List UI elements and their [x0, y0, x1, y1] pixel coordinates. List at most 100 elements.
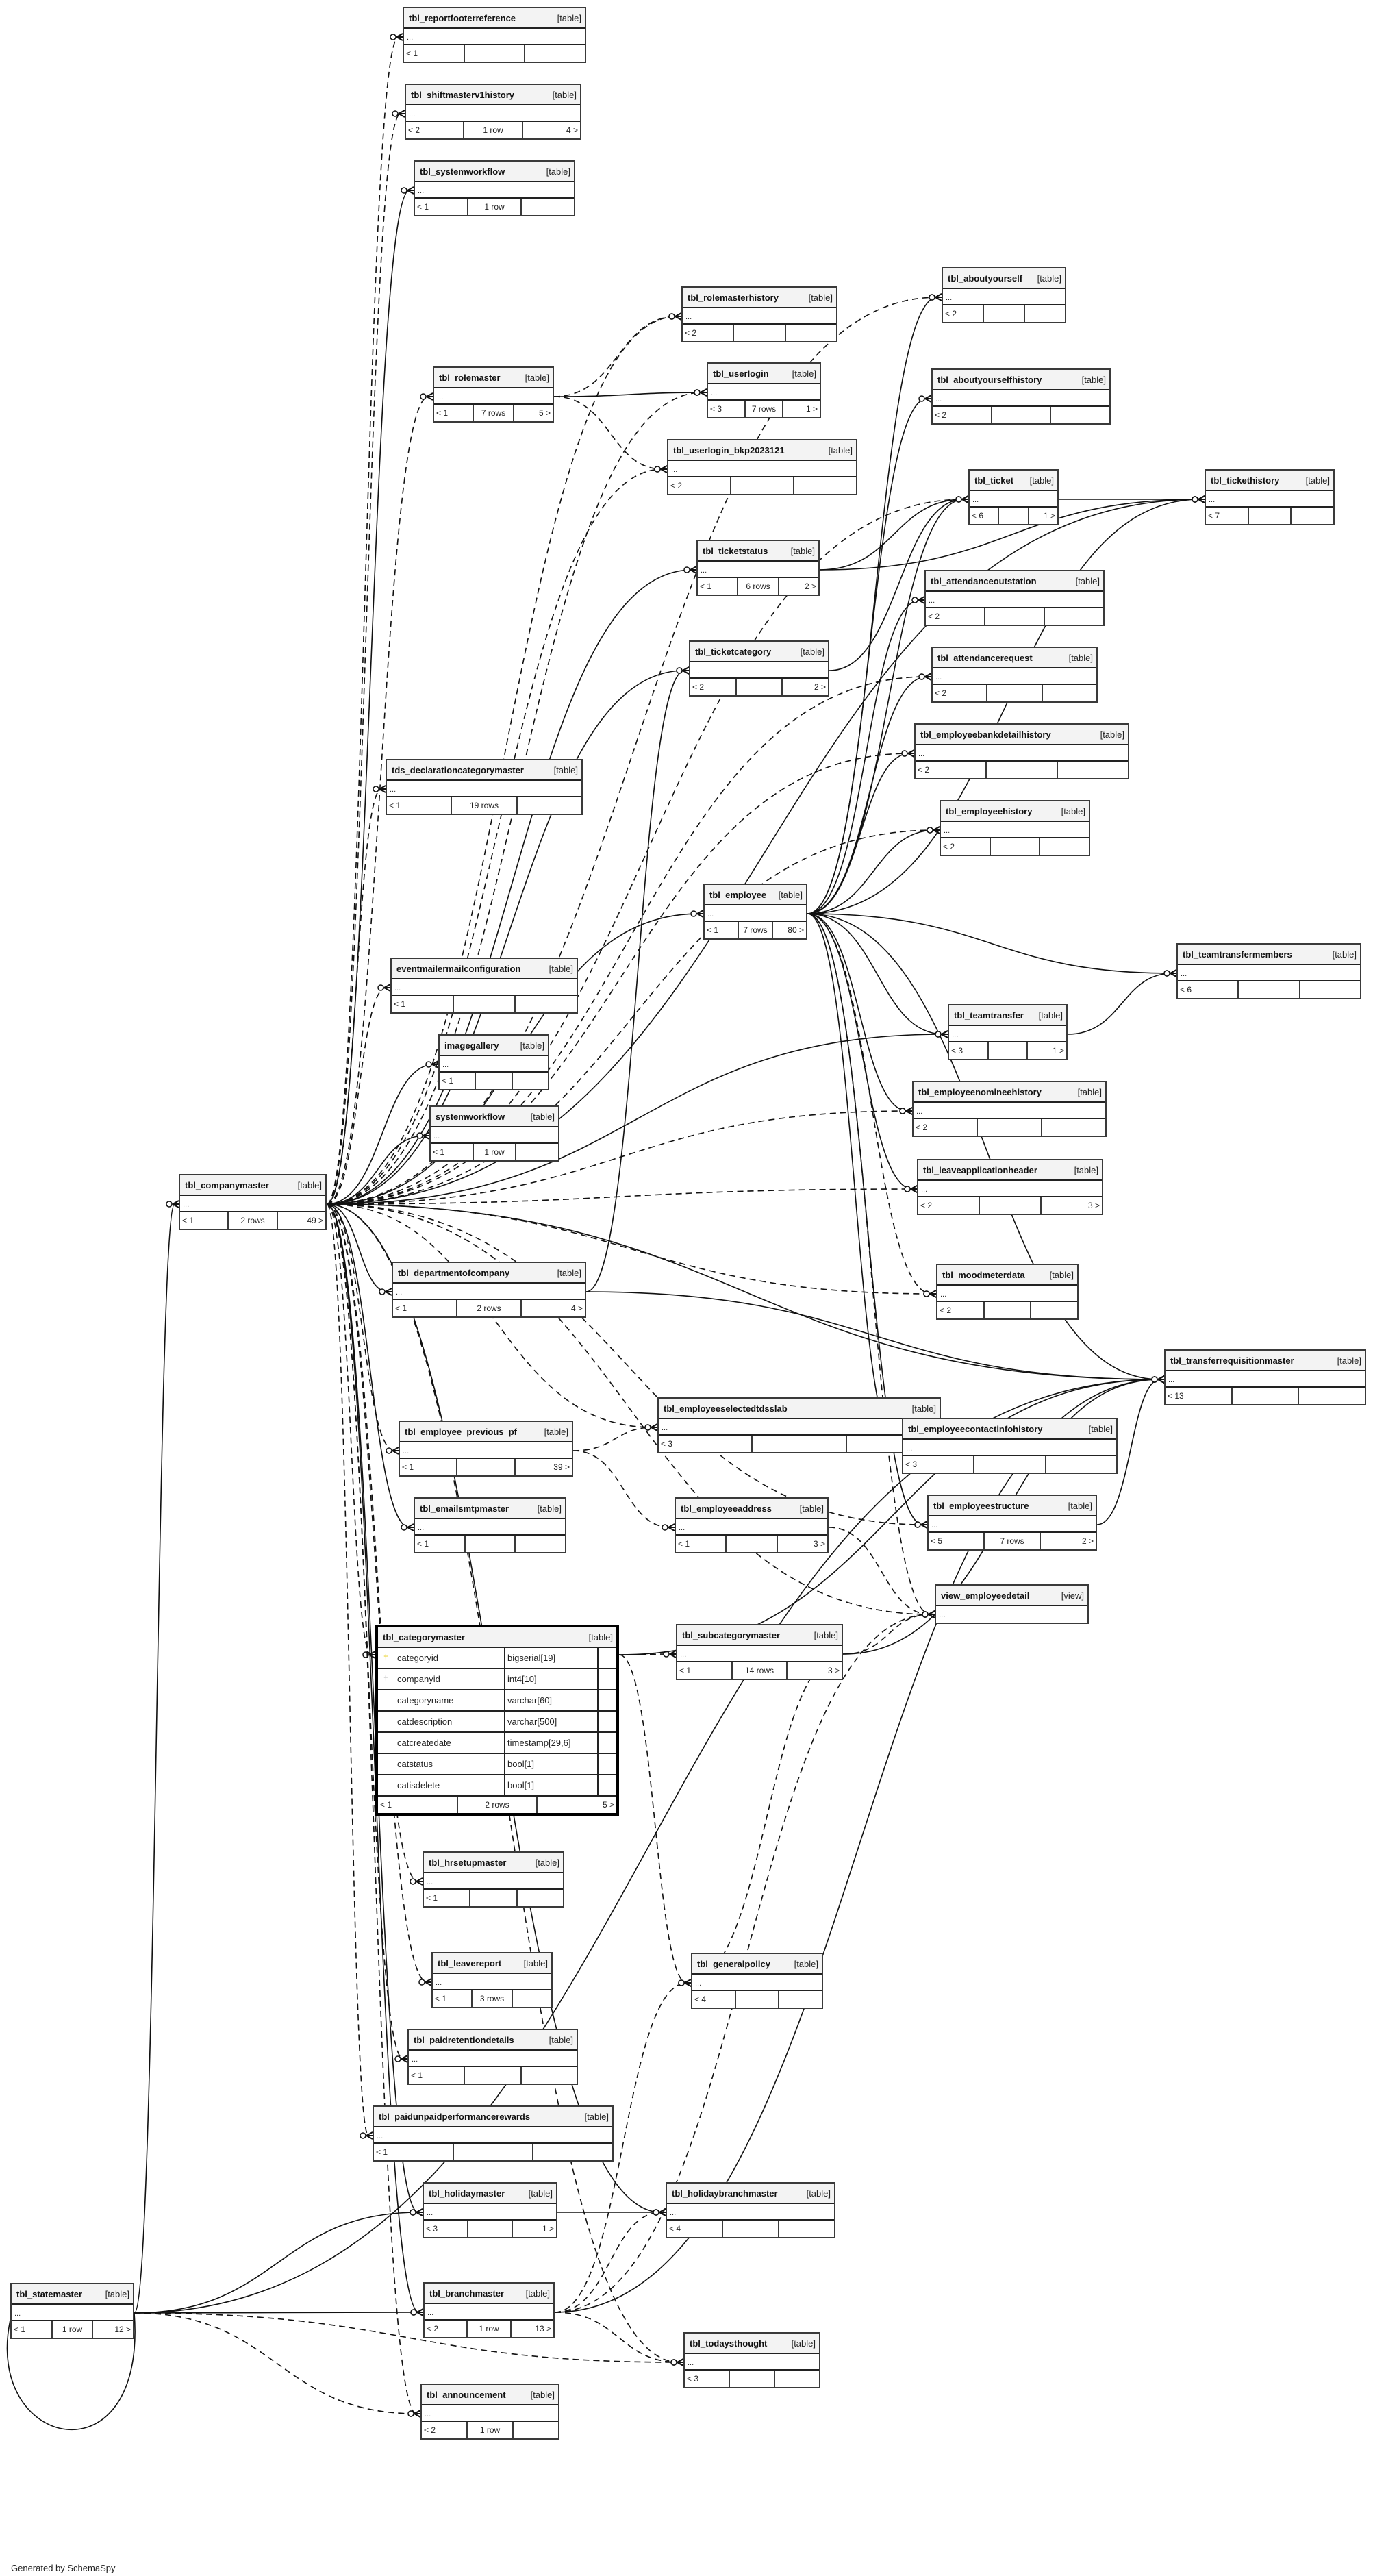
parents-link[interactable]: < 2 [427, 2324, 439, 2334]
children-link[interactable]: 4 > [520, 1300, 585, 1316]
columns-collapsed[interactable]: ... [1206, 491, 1333, 508]
columns-collapsed[interactable]: ... [941, 822, 1089, 838]
columns-collapsed[interactable]: ... [393, 1284, 585, 1300]
parents-link[interactable]: < 1 [436, 408, 449, 418]
columns-collapsed[interactable]: ... [400, 1442, 572, 1459]
children-link[interactable] [511, 1073, 548, 1089]
table-tbl-hrsetupmaster[interactable]: tbl_hrsetupmaster[table]...< 1 [423, 1851, 564, 1908]
parents-link[interactable]: < 1 [442, 1076, 454, 1086]
children-link[interactable]: 3 > [776, 1536, 827, 1552]
table-view-employeedetail[interactable]: view_employeedetail[view]... [935, 1584, 1089, 1624]
table-tds-declarationcategorymaster[interactable]: tds_declarationcategorymaster[table]...<… [386, 759, 583, 815]
children-link[interactable]: 5 > [512, 405, 553, 421]
children-link[interactable] [520, 199, 574, 215]
parents-link[interactable]: < 13 [1168, 1391, 1184, 1401]
children-link[interactable]: 80 > [772, 922, 806, 938]
columns-collapsed[interactable]: ... [914, 1103, 1105, 1119]
children-link[interactable] [793, 477, 856, 494]
parents-link[interactable]: < 1 [14, 2325, 26, 2334]
columns-collapsed[interactable]: ... [708, 384, 820, 401]
parents-link[interactable]: < 2 [916, 1123, 928, 1132]
parents-link[interactable]: < 2 [408, 125, 420, 135]
children-link[interactable]: 2 > [781, 679, 828, 695]
children-link[interactable] [774, 2371, 819, 2387]
children-link[interactable] [532, 2144, 612, 2160]
children-link[interactable]: 3 > [786, 1662, 842, 1679]
parents-link[interactable]: < 1 [406, 49, 418, 58]
table-tbl-teamtransfermembers[interactable]: tbl_teamtransfermembers[table]...< 6 [1176, 943, 1361, 999]
table-tbl-todaysthought[interactable]: tbl_todaysthought[table]...< 3 [683, 2332, 820, 2388]
columns-collapsed[interactable]: ... [440, 1056, 548, 1073]
columns-collapsed[interactable]: ... [433, 1974, 551, 1990]
table-tbl-employeeselectedtdsslab[interactable]: tbl_employeeselectedtdsslab[table]...< 3 [657, 1397, 941, 1453]
columns-collapsed[interactable]: ... [683, 308, 836, 325]
children-link[interactable] [1298, 981, 1360, 998]
parents-link[interactable]: < 1 [395, 1303, 407, 1313]
columns-collapsed[interactable]: ... [424, 1873, 563, 1890]
columns-collapsed[interactable]: ... [1178, 965, 1360, 981]
parents-link[interactable]: < 1 [182, 1216, 194, 1225]
columns-collapsed[interactable]: ... [422, 2405, 558, 2422]
children-link[interactable] [515, 1144, 558, 1160]
children-link[interactable] [512, 2422, 558, 2438]
children-link[interactable] [1030, 1302, 1077, 1318]
children-link[interactable] [514, 1536, 565, 1552]
columns-collapsed[interactable]: ... [903, 1440, 1116, 1456]
parents-link[interactable]: < 1 [411, 2071, 423, 2080]
table-tbl-employeenomineehistory[interactable]: tbl_employeenomineehistory[table]...< 2 [912, 1081, 1107, 1137]
columns-collapsed[interactable]: ... [392, 979, 577, 996]
table-tbl-generalpolicy[interactable]: tbl_generalpolicy[table]...< 4 [691, 1953, 823, 2009]
parents-link[interactable]: < 4 [694, 1994, 707, 2004]
columns-collapsed[interactable]: ... [404, 29, 585, 45]
parents-link[interactable]: < 2 [928, 612, 940, 621]
table-tbl-employeecontactinfohistory[interactable]: tbl_employeecontactinfohistory[table]...… [902, 1418, 1118, 1474]
columns-collapsed[interactable]: ... [929, 1516, 1096, 1533]
table-tbl-employeehistory[interactable]: tbl_employeehistory[table]...< 2 [940, 800, 1090, 856]
children-link[interactable] [1298, 1388, 1365, 1404]
parents-link[interactable]: < 2 [920, 1201, 933, 1210]
table-imagegallery[interactable]: imagegallery[table]...< 1 [438, 1034, 549, 1090]
children-link[interactable]: 2 > [777, 578, 818, 595]
children-link[interactable] [514, 996, 577, 1012]
parents-link[interactable]: < 6 [1180, 985, 1192, 995]
table-tbl-employeebankdetailhistory[interactable]: tbl_employeebankdetailhistory[table]...<… [914, 723, 1129, 779]
parents-link[interactable]: < 2 [945, 309, 957, 318]
parents-link[interactable]: < 2 [940, 1305, 952, 1315]
parents-link[interactable]: < 1 [417, 202, 429, 212]
children-link[interactable] [516, 1890, 563, 1906]
table-tbl-tickethistory[interactable]: tbl_tickethistory[table]...< 7 [1205, 469, 1335, 525]
parents-link[interactable]: < 1 [376, 2147, 388, 2157]
parents-link[interactable]: < 1 [435, 1994, 447, 2003]
columns-collapsed[interactable]: ... [374, 2127, 612, 2144]
columns-collapsed[interactable]: ... [415, 1519, 565, 1536]
columns-collapsed[interactable]: ... [970, 491, 1057, 508]
columns-collapsed[interactable]: ... [933, 668, 1096, 685]
table-tbl-paidretentiondetails[interactable]: tbl_paidretentiondetails[table]...< 1 [407, 2029, 578, 2085]
children-link[interactable] [511, 1990, 551, 2007]
columns-collapsed[interactable]: ... [677, 1646, 842, 1662]
columns-collapsed[interactable]: ... [685, 2354, 819, 2371]
parents-link[interactable]: < 4 [669, 2224, 681, 2234]
table-tbl-moodmeterdata[interactable]: tbl_moodmeterdata[table]...< 2 [936, 1264, 1079, 1320]
parents-link[interactable]: < 2 [935, 410, 947, 420]
table-tbl-aboutyourself[interactable]: tbl_aboutyourself[table]...< 2 [942, 267, 1066, 323]
children-link[interactable] [845, 1436, 940, 1452]
children-link[interactable]: 49 > [276, 1212, 325, 1229]
children-link[interactable]: 2 > [1040, 1533, 1096, 1549]
columns-collapsed[interactable]: ... [406, 105, 580, 122]
children-link[interactable] [1057, 762, 1128, 778]
